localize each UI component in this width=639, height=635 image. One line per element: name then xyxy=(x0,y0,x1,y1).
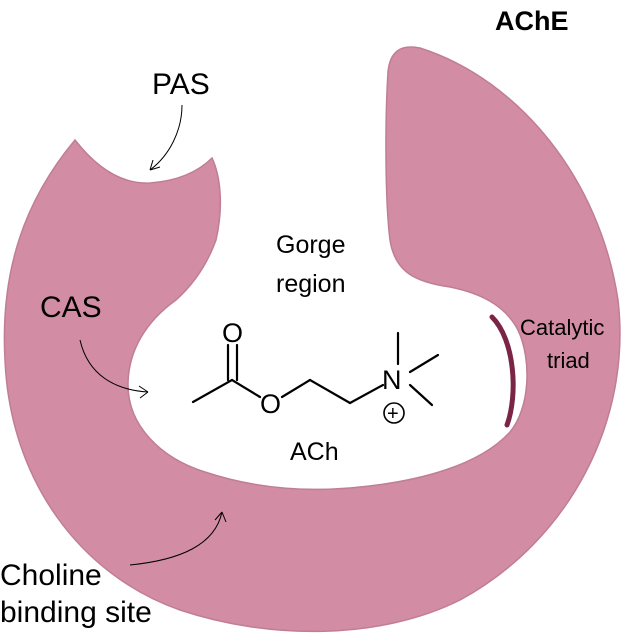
bond-methyl xyxy=(191,378,234,404)
bond-c-c xyxy=(308,378,352,405)
ach-label: ACh xyxy=(290,438,339,466)
bond-c-o xyxy=(230,378,262,399)
catalytic-triad-band xyxy=(489,314,516,428)
bond-o-c xyxy=(280,378,312,399)
atom-o-ester: O xyxy=(260,389,281,419)
charge-sign: + xyxy=(387,403,399,425)
gorge-label-line2: region xyxy=(276,270,346,298)
charge-circle xyxy=(383,402,405,424)
atom-o-top: O xyxy=(222,318,243,348)
choline-arrowhead xyxy=(214,511,227,523)
choline-arrow xyxy=(129,511,223,566)
cas-arrowhead xyxy=(138,385,149,399)
pas-arrowhead xyxy=(149,159,161,171)
acetylcholine-molecule xyxy=(191,331,440,424)
cas-label: CAS xyxy=(40,291,102,324)
catalytic-label-line2: triad xyxy=(547,348,590,373)
bond-n-methyl-lower xyxy=(408,383,434,407)
gorge-label-line1: Gorge xyxy=(276,231,345,259)
atom-n: N xyxy=(382,365,402,395)
bond-c-n xyxy=(348,383,385,405)
choline-label-line2: binding site xyxy=(0,596,152,629)
cas-arrow xyxy=(79,339,149,393)
choline-label-line1: Choline xyxy=(0,559,102,592)
bond-n-methyl-right xyxy=(408,353,440,374)
enzyme-title: AChE xyxy=(495,6,569,36)
enzyme-body xyxy=(3,46,621,633)
pas-label: PAS xyxy=(152,68,210,101)
pas-arrow xyxy=(149,104,183,171)
catalytic-label-line1: Catalytic xyxy=(520,315,604,340)
